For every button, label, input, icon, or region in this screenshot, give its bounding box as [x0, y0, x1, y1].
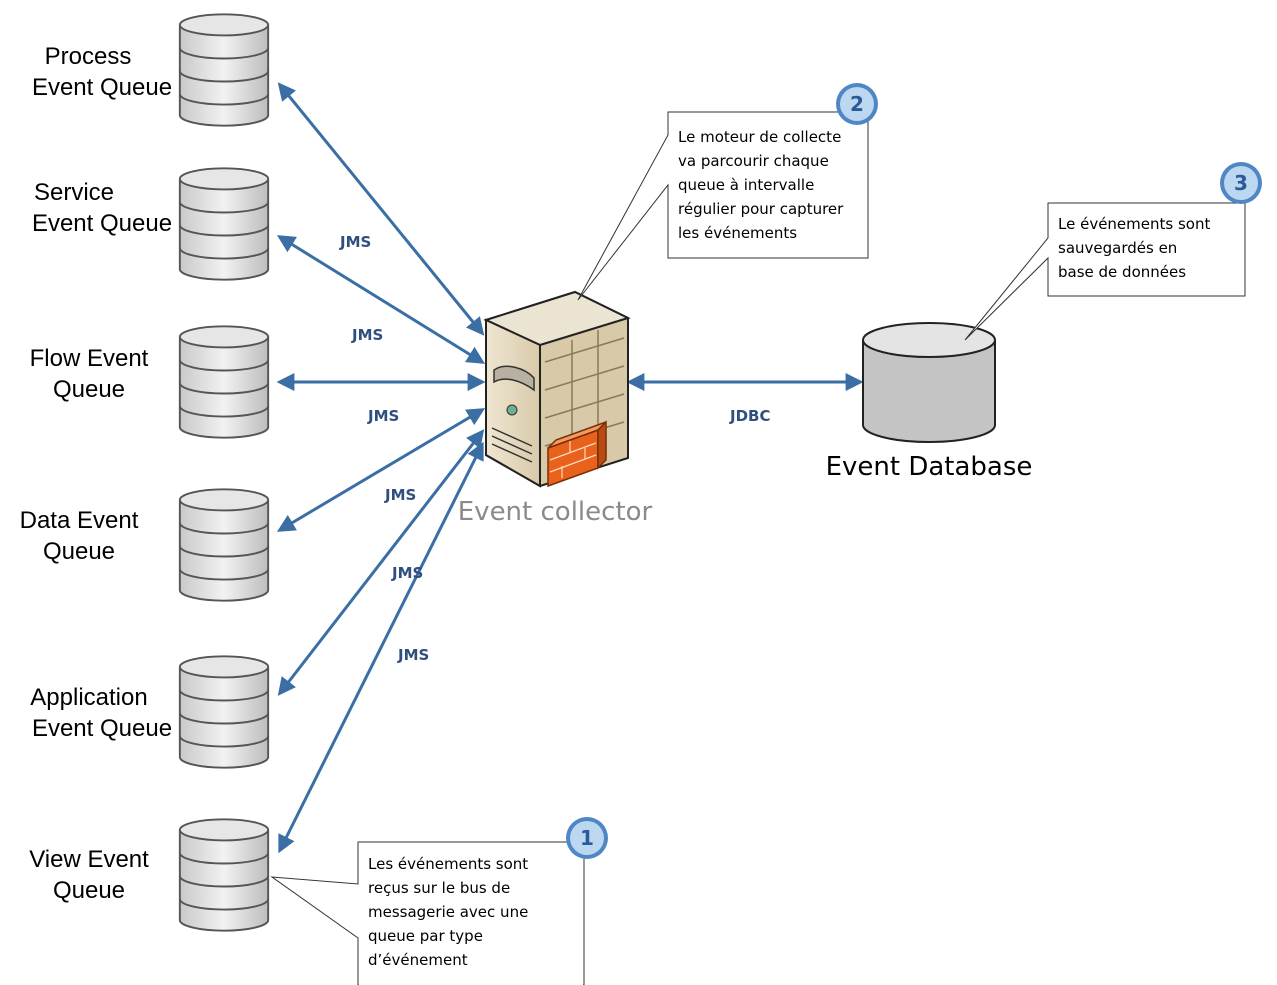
- jms-label-view: JMS: [397, 646, 429, 664]
- svg-text:Data Event: Data Event: [20, 507, 139, 534]
- firewall-icon: [547, 420, 607, 488]
- jdbc-label: JDBC: [729, 407, 770, 425]
- svg-text:Process: Process: [45, 43, 132, 70]
- process-queue-icon: [178, 13, 270, 127]
- svg-text:1: 1: [580, 826, 594, 850]
- queue-label-data: Data Event Queue: [20, 507, 139, 565]
- jms-label-application: JMS: [391, 564, 423, 582]
- jms-arrow-service: [276, 235, 486, 364]
- svg-text:Service: Service: [34, 179, 114, 206]
- view-queue-icon: [178, 818, 270, 932]
- svg-text:Flow Event: Flow Event: [30, 345, 149, 372]
- queue-label-application: Application Event Queue: [30, 684, 172, 742]
- svg-text:Event Queue: Event Queue: [32, 210, 172, 237]
- svg-text:3: 3: [1234, 171, 1248, 195]
- callout-1: Les événements sont reçus sur le bus de …: [270, 817, 608, 985]
- svg-text:Event Queue: Event Queue: [32, 74, 172, 101]
- svg-text:Event Queue: Event Queue: [32, 715, 172, 742]
- jms-label-service: JMS: [351, 326, 383, 344]
- svg-text:2: 2: [850, 92, 864, 116]
- svg-text:Queue: Queue: [53, 877, 125, 904]
- data-queue-icon: [178, 488, 270, 602]
- callout-2-badge: 2: [836, 83, 878, 125]
- queue-label-process: Process Event Queue: [32, 43, 172, 101]
- event-database-label: Event Database: [826, 452, 1033, 482]
- flow-queue-icon: [178, 325, 270, 439]
- svg-text:Le événements sont sauve: Le événements sont sauvegardés en base d…: [1058, 215, 1215, 281]
- queue-label-flow: Flow Event Queue: [30, 345, 149, 403]
- database-icon: [862, 322, 996, 443]
- event-collector-label: Event collector: [458, 497, 653, 527]
- svg-text:View Event: View Event: [29, 846, 149, 873]
- svg-text:Application: Application: [30, 684, 147, 711]
- jms-label-process: JMS: [339, 233, 371, 251]
- svg-text:Queue: Queue: [43, 538, 115, 565]
- svg-text:Les événements sont reçu: Les événements sont reçus sur le bus de …: [368, 855, 533, 969]
- jms-label-data: JMS: [384, 486, 416, 504]
- svg-text:Queue: Queue: [53, 376, 125, 403]
- callout-3-badge: 3: [1220, 162, 1262, 204]
- service-queue-icon: [178, 167, 270, 281]
- callout-3: Le événements sont sauvegardés en base d…: [964, 162, 1262, 341]
- jms-arrow-process: [277, 82, 485, 336]
- jms-label-flow: JMS: [367, 407, 399, 425]
- svg-text:Le moteur de collecte va: Le moteur de collecte va parcourir chaqu…: [678, 128, 848, 242]
- callout-2: Le moteur de collecte va parcourir chaqu…: [577, 83, 878, 301]
- queue-label-view: View Event Queue: [29, 846, 149, 904]
- jms-arrow-view: [278, 441, 484, 854]
- callout-1-badge: 1: [566, 817, 608, 859]
- queue-label-service: Service Event Queue: [32, 179, 172, 237]
- application-queue-icon: [178, 655, 270, 769]
